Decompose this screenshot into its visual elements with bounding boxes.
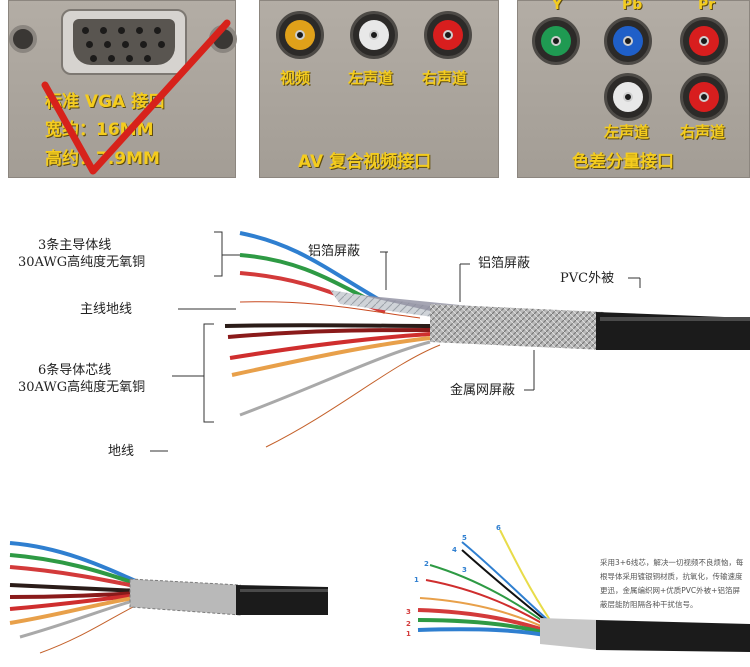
- wire-number-5: 5: [462, 534, 467, 542]
- rca-pr-icon: [680, 17, 728, 65]
- cable-photo-right: 6 5 4 3 2 1 3 2 1: [400, 520, 750, 667]
- wire-number-6: 6: [496, 524, 501, 532]
- label-foil-shield-1: 铝箔屏蔽: [308, 244, 361, 259]
- label-foil-shield-2: 铝箔屏蔽: [478, 256, 531, 271]
- av-caption: AV 复合视频接口: [298, 152, 432, 172]
- wire-number-4: 4: [452, 546, 457, 554]
- wire-number-3a: 3: [462, 566, 467, 574]
- rca-right-audio-icon: [424, 11, 472, 59]
- wire-number-2a: 2: [424, 560, 429, 568]
- label-main-ground: 主线地线: [80, 302, 133, 317]
- rca-label-right: 右声道: [422, 69, 468, 87]
- label-metal-mesh: 金属网屏蔽: [450, 383, 516, 398]
- rca-label-video: 视频: [280, 69, 311, 87]
- component-caption: 色差分量接口: [572, 152, 674, 172]
- component-connector-panel: Y Pb Pr 左声道 右声道 色差分量接口: [517, 0, 750, 178]
- rca-left-audio-2-icon: [604, 73, 652, 121]
- vga-title: 标准 VGA 接口: [45, 92, 166, 112]
- rca-label-left: 左声道: [348, 69, 394, 87]
- label-right-audio: 右声道: [680, 123, 726, 141]
- rca-y-icon: [532, 17, 580, 65]
- label-six-conductors-line1: 6条导体芯线: [38, 363, 112, 378]
- label-pb: Pb: [622, 0, 643, 13]
- vga-connector-panel: 标准 VGA 接口 宽约：16MM 高约：7.9MM: [8, 0, 237, 178]
- wire-number-2b: 2: [406, 620, 411, 628]
- vga-port-icon: [61, 9, 187, 75]
- rca-right-audio-2-icon: [680, 73, 728, 121]
- cable-structure-diagram: 3条主导体线 30AWG高纯度无氧铜 铝箔屏蔽 铝箔屏蔽 PVC外被 主线地线 …: [0, 200, 750, 480]
- label-main-conductors-line2: 30AWG高纯度无氧铜: [18, 255, 146, 270]
- label-ground: 地线: [108, 444, 135, 459]
- cable-photo-left-icon: [9, 541, 328, 654]
- cable-illustration: [150, 231, 750, 452]
- label-left-audio: 左声道: [604, 123, 650, 141]
- red-check-mark-icon: [41, 19, 231, 175]
- label-pr: Pr: [698, 0, 716, 13]
- wire-number-1a: 1: [414, 576, 419, 584]
- wire-number-1b: 1: [406, 630, 411, 638]
- label-six-conductors-line2: 30AWG高纯度无氧铜: [18, 380, 146, 395]
- wire-number-3b: 3: [406, 608, 411, 616]
- label-pvc-jacket: PVC外被: [560, 271, 615, 286]
- rca-video-icon: [276, 11, 324, 59]
- cable-photo-right-icon: [417, 529, 750, 652]
- rca-pb-icon: [604, 17, 652, 65]
- av-connector-panel: 视频 左声道 右声道 AV 复合视频接口: [259, 0, 499, 178]
- label-y: Y: [552, 0, 563, 13]
- cable-photo-left: [0, 525, 335, 667]
- product-description-note: 采用3+6线芯，解决一切视频不良烦恼，每根导体采用镀银铜材质，抗氧化，传输速度更…: [600, 558, 744, 609]
- label-main-conductors-line1: 3条主导体线: [38, 238, 112, 253]
- screw-left-icon: [9, 25, 37, 53]
- rca-left-audio-icon: [350, 11, 398, 59]
